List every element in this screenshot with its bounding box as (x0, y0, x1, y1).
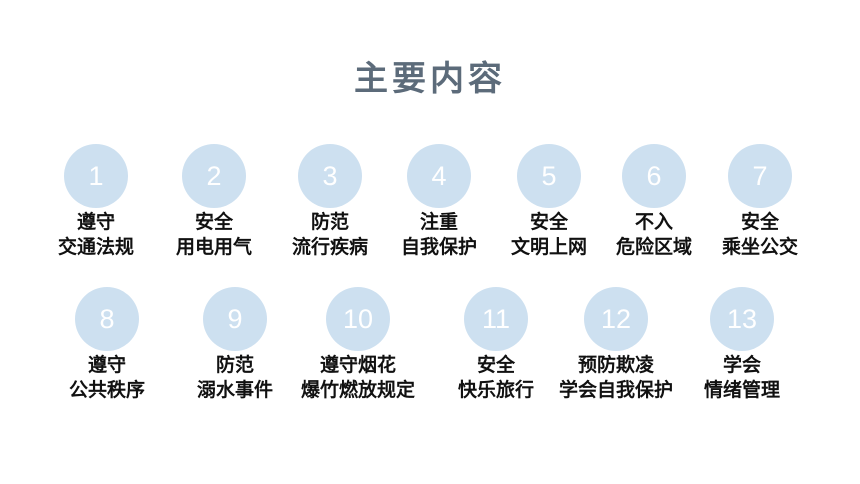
item-label-line1: 安全 (476, 354, 515, 376)
item-label: 安全 文明上网 (474, 210, 624, 260)
item-label-line2: 文明上网 (510, 236, 587, 258)
item-label-line2: 危险区域 (615, 236, 692, 258)
item-label-line2: 交通法规 (57, 236, 134, 258)
content-item-10: 10 遵守烟花 爆竹燃放规定 (283, 287, 433, 412)
content-item-8: 8 遵守 公共秩序 (32, 287, 182, 412)
item-label-line1: 预防欺凌 (577, 354, 654, 376)
item-label: 安全 乘坐公交 (685, 210, 835, 260)
item-label-line2: 爆竹燃放规定 (300, 379, 415, 401)
item-label-line1: 安全 (529, 211, 568, 233)
number-badge: 7 (728, 144, 792, 208)
content-item-4: 4 注重 自我保护 (364, 144, 514, 269)
item-label-line1: 安全 (194, 211, 233, 233)
item-label-line2: 公共秩序 (68, 379, 145, 401)
item-label-line2: 用电用气 (175, 236, 252, 258)
number-badge: 10 (326, 287, 390, 351)
item-label-line2: 快乐旅行 (457, 379, 534, 401)
number-badge: 8 (75, 287, 139, 351)
content-item-13: 13 学会 情绪管理 (667, 287, 817, 412)
number-badge: 6 (622, 144, 686, 208)
item-label: 遵守烟花 爆竹燃放规定 (283, 353, 433, 403)
item-label: 安全 用电用气 (139, 210, 289, 260)
content-item-2: 2 安全 用电用气 (139, 144, 289, 269)
number-badge: 3 (298, 144, 362, 208)
number-badge: 4 (407, 144, 471, 208)
item-label-line2: 情绪管理 (703, 379, 780, 401)
item-label: 遵守 交通法规 (21, 210, 171, 260)
content-item-5: 5 安全 文明上网 (474, 144, 624, 269)
number-badge: 12 (584, 287, 648, 351)
content-item-12: 12 预防欺凌 学会自我保护 (541, 287, 691, 412)
item-label-line2: 学会自我保护 (558, 379, 673, 401)
item-label: 预防欺凌 学会自我保护 (541, 353, 691, 403)
item-label-line1: 不入 (634, 211, 673, 233)
item-label-line1: 安全 (740, 211, 779, 233)
item-label: 不入 危险区域 (579, 210, 729, 260)
content-item-3: 3 防范 流行疾病 (255, 144, 405, 269)
item-label: 遵守 公共秩序 (32, 353, 182, 403)
number-badge: 5 (517, 144, 581, 208)
item-label-line1: 防范 (310, 211, 349, 233)
item-label-line1: 遵守 (76, 211, 115, 233)
item-label: 注重 自我保护 (364, 210, 514, 260)
item-label: 防范 流行疾病 (255, 210, 405, 260)
number-badge: 11 (464, 287, 528, 351)
item-label-line1: 学会 (722, 354, 761, 376)
content-item-11: 11 安全 快乐旅行 (421, 287, 571, 412)
content-item-6: 6 不入 危险区域 (579, 144, 729, 269)
item-label-line2: 自我保护 (400, 236, 477, 258)
number-badge: 2 (182, 144, 246, 208)
item-label-line1: 防范 (215, 354, 254, 376)
number-badge: 9 (203, 287, 267, 351)
content-item-9: 9 防范 溺水事件 (160, 287, 310, 412)
number-badge: 1 (64, 144, 128, 208)
item-label-line2: 流行疾病 (291, 236, 368, 258)
item-label: 防范 溺水事件 (160, 353, 310, 403)
item-label: 学会 情绪管理 (667, 353, 817, 403)
number-badge: 13 (710, 287, 774, 351)
item-label-line1: 注重 (419, 211, 458, 233)
item-label-line1: 遵守烟花 (319, 354, 396, 376)
item-label: 安全 快乐旅行 (421, 353, 571, 403)
item-label-line2: 溺水事件 (196, 379, 273, 401)
item-label-line1: 遵守 (87, 354, 126, 376)
page-title: 主要内容 (354, 59, 506, 99)
content-item-7: 7 安全 乘坐公交 (685, 144, 835, 269)
item-label-line2: 乘坐公交 (721, 236, 798, 258)
content-item-1: 1 遵守 交通法规 (21, 144, 171, 269)
